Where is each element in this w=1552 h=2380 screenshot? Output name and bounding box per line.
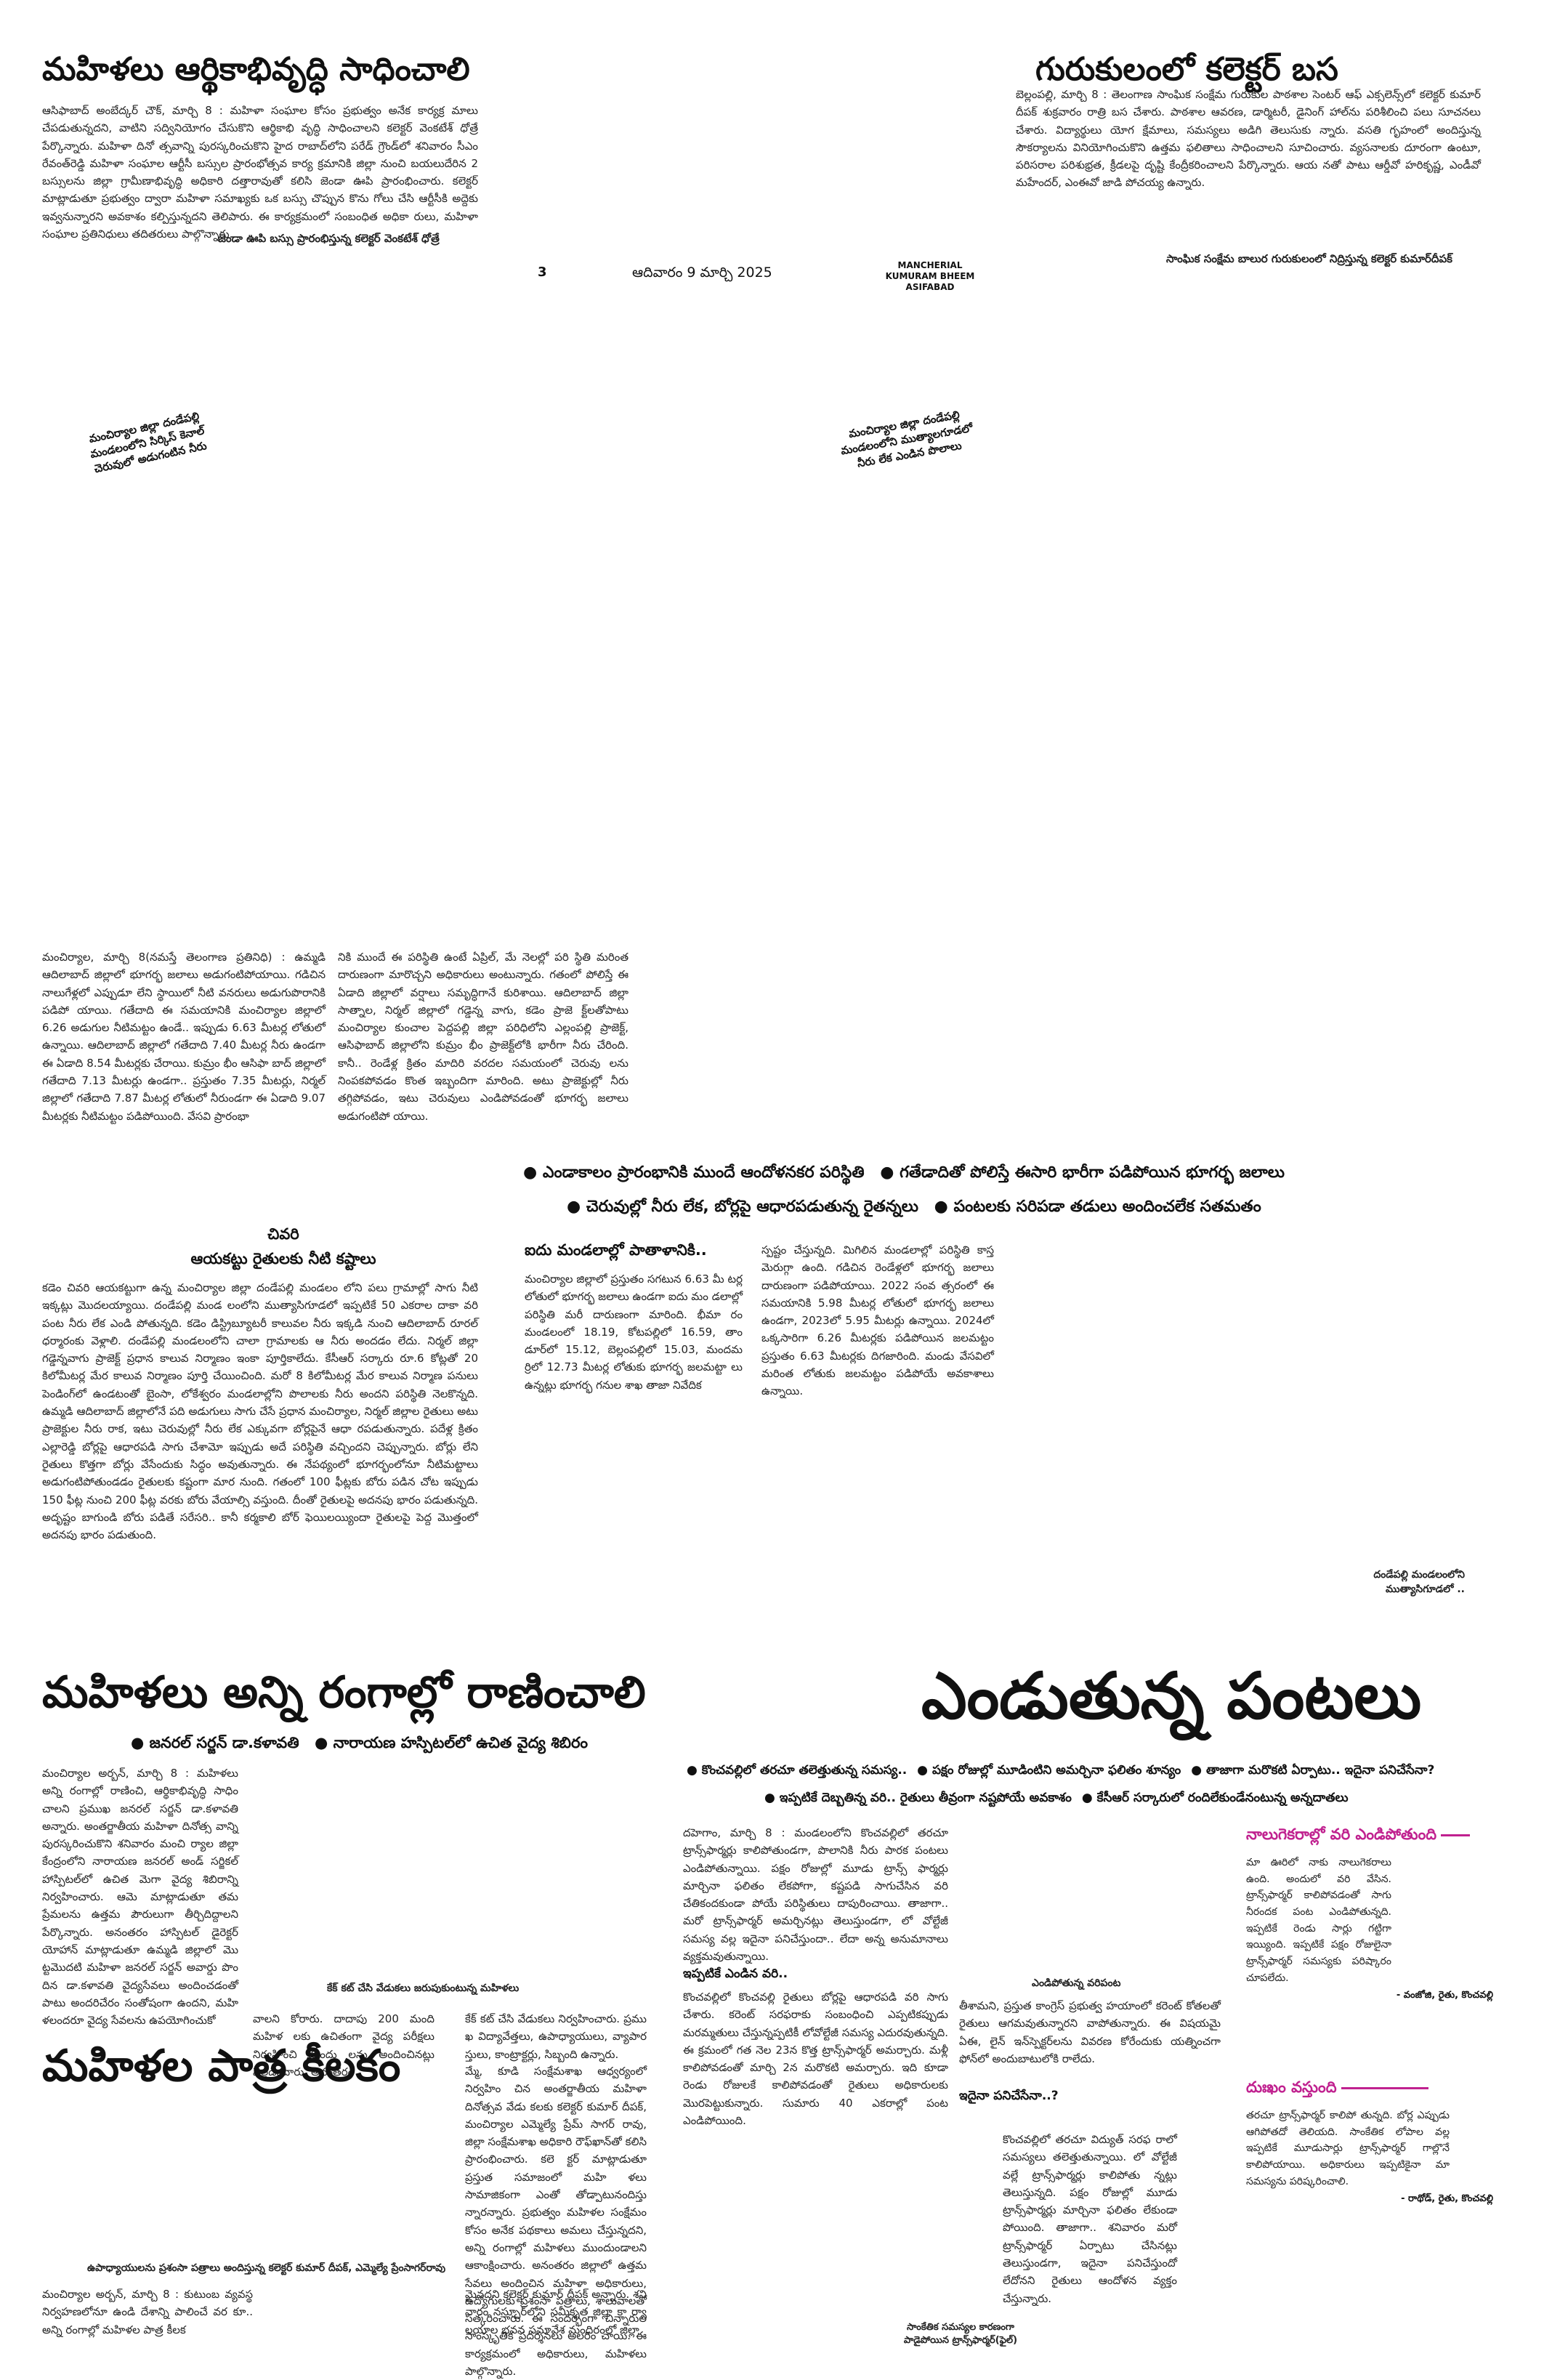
side-quote-grief: దుఃఖం వస్తుంది తరచూ ట్రాన్స్‌ఫార్మర్ కాల…: [1246, 2078, 1493, 2206]
caption-drying-paddy: ఎండిపోతున్న వరిపంట: [1032, 1977, 1121, 1989]
side-quote-signature: - రాథోడ్, రైతు, కొంచవల్లి: [1401, 2193, 1493, 2205]
groundwater-bullets-row1: ● ఎండాకాలం ప్రారంభానికి ముందే ఆందోళనకర ప…: [523, 1163, 1285, 1185]
bullet-glyph: ●: [1081, 1791, 1093, 1805]
rotated-caption-fields: మంచిర్యాల జిల్లా దండేపల్లి మండలంలోని ముత…: [837, 406, 977, 474]
edition-line: KUMURAM BHEEM: [885, 271, 975, 281]
headline-women-all-fields: మహిళలు అన్ని రంగాల్లో రాణించాలి: [42, 1667, 646, 1718]
bullet-glyph: ●: [764, 1791, 775, 1805]
caption-cake-cutting: కేక్ కట్ చేసి వేడుకలు జరుపుకుంటున్న మహిళ…: [327, 1982, 520, 1994]
subhead-already-dried: ఇప్పటికే ఎండిన వరి..: [683, 1966, 788, 1981]
drying-crops-col1b: కొంచవల్లిలో కొంచవల్లి రైతులు బోర్లపై ఆధా…: [683, 1990, 948, 2128]
groundwater-bullets-row2: ● చెరువుల్లో నీరు లేక, బోర్లపై ఆధారపడుతు…: [567, 1198, 1261, 1219]
edition-label: MANCHERIAL KUMURAM BHEEM ASIFABAD: [879, 260, 981, 293]
caption-certificates: ఉపాధ్యాయులను ప్రశంసా పత్రాలు అందిస్తున్న…: [87, 2262, 446, 2274]
bullet-text: కేసీఆర్ సర్కారులో రందిలేకుండేనంటున్న అన్…: [1096, 1791, 1349, 1805]
caption-bus-flagoff: జెండా ఊపి బస్సు ప్రారంభిస్తున్న కలెక్టర్…: [218, 232, 440, 245]
caption-collector-sleeping: సాంఘిక సంక్షేమ బాలుర గురుకులంలో నిద్రిస్…: [1166, 252, 1452, 265]
caption-transformer-file: సాంకేతిక సమస్యల కారణంగా పాడైపోయిన ట్రాన్…: [903, 2322, 1018, 2347]
headline-collector-gurukul: గురుకులంలో కలెక్టర్ బస: [1035, 51, 1338, 88]
accent-rule: [1341, 2086, 1428, 2089]
side-quote-head: నాలుగెకరాల్లో వరి ఎండిపోతుంది: [1246, 1826, 1493, 1847]
drying-crops-col2b: కొంచవల్లిలో తరచూ విద్యుత్ సరఫ రాలో సమస్య…: [1003, 2133, 1177, 2305]
accent-rule: [1441, 1834, 1471, 1836]
bullet-text: కొంచవల్లిలో తరచూ తలెత్తుతున్న సమస్య..: [701, 1763, 908, 1778]
subhead-will-it-work: ఇదైనా పనిచేసేనా..?: [959, 2089, 1059, 2103]
women-all-fields-bullets: ● జనరల్ సర్జన్ డా.కళావతి ● నారాయణ హస్పిట…: [131, 1734, 588, 1756]
side-quote-head-text: నాలుగెకరాల్లో వరి ఎండిపోతుంది: [1246, 1826, 1437, 1843]
page-date: ఆదివారం 9 మార్చి 2025: [632, 265, 772, 281]
bullet-glyph: ●: [687, 1763, 698, 1778]
kicker-last: చివరి: [267, 1225, 299, 1243]
bullet-glyph: ●: [1191, 1763, 1203, 1778]
bullet-glyph: ●: [880, 1163, 894, 1182]
five-mandals-col1: మంచిర్యాల జిల్లాలో ప్రస్తుతం సగటున 6.63 …: [525, 1272, 743, 1392]
bullet-glyph: ●: [523, 1163, 538, 1182]
side-quote-head-text: దుఃఖం వస్తుంది: [1246, 2078, 1337, 2096]
women-all-fields-col1: మంచిర్యాల అర్బన్, మార్చి 8 : మహిళలు అన్న…: [42, 1767, 238, 2028]
drying-crops-col2a: తీశామని, ప్రస్తుత కాంగ్రెస్ ప్రభుత్వ హయా…: [959, 1999, 1221, 2065]
five-mandals-col2: స్పష్టం చేస్తున్నది. మిగిలిన మండలాల్లో ప…: [761, 1243, 994, 1398]
article-women-economic-body: ఆసిఫాబాద్ అంబేద్కర్ చౌక్, మార్చి 8 : మహి…: [42, 104, 478, 241]
bullet-text: నారాయణ హస్పిటల్‌లో ఉచిత వైద్య శిబిరం: [333, 1734, 589, 1751]
womens-role-col2: మైనదని కలెక్టర్ కుమార్ దీపక్ అన్నారు. శన…: [465, 2288, 647, 2336]
article-collector-gurukul-body: బెల్లంపల్లి, మార్చి 8 : తెలంగాణ సాంఘిక స…: [1016, 88, 1481, 190]
side-quote-signature: - వంజోజి, రైతు, కొంచవల్లి: [1396, 1990, 1493, 2001]
masthead: 3 ఆదివారం 9 మార్చి 2025 MANCHERIAL KUMUR…: [538, 260, 988, 294]
bullet-glyph: ●: [131, 1734, 145, 1751]
bullet-text: ఇప్పటికే దెబ్బతిన్న వరి.. రైతులు తీవ్రంగ…: [779, 1791, 1072, 1805]
edition-line: ASIFABAD: [905, 282, 955, 292]
bullet-text: తాజాగా మరొకటి ఏర్పాటు.. ఇదైనా పనిచేసేనా?: [1205, 1763, 1435, 1778]
womens-role-side-body: మ్మే, కూడి సంక్షేమశాఖ ఆధ్వర్యంలో నిర్వహి…: [465, 2065, 647, 2379]
side-quote-body: తరచూ ట్రాన్స్‌ఫార్మర్ కాలిపో తున్నది. బో…: [1246, 2110, 1450, 2187]
subhead-tail-farmers: ఆయకట్టు రైతులకు నీటి కష్టాలు: [190, 1250, 376, 1267]
bullet-glyph: ●: [314, 1734, 328, 1751]
rotated-caption-tank: మంచిర్యాల జిల్లా దండేపల్లి మండలంలోని సిర…: [86, 408, 209, 477]
side-quote-four-acres: నాలుగెకరాల్లో వరి ఎండిపోతుంది మా ఊరిలో న…: [1246, 1826, 1493, 2003]
side-quote-head: దుఃఖం వస్తుంది: [1246, 2078, 1493, 2100]
groundwater-col2: నికి ముందే ఈ పరిస్థితి ఉంటే ఏప్రిల్, మే …: [338, 951, 629, 1123]
womens-role-col1: మంచిర్యాల అర్బన్, మార్చి 8 : కుటుంబ వ్యవ…: [42, 2288, 253, 2336]
bullet-text: ఎండాకాలం ప్రారంభానికి ముందే ఆందోళనకర పరి…: [542, 1163, 865, 1182]
headline-drying-crops: ఎండుతున్న పంటలు: [921, 1658, 1422, 1733]
drying-crops-col1a: దహెగాం, మార్చి 8 : మండలంలోని కొంచవల్లిలో…: [683, 1826, 948, 1964]
women-all-fields-col2: వాలని కోరారు. దాదాపు 200 మంది మహిళ లకు ఉ…: [253, 2012, 435, 2078]
subhead-five-mandals: ఐదు మండలాల్లో పాతాళానికి..: [525, 1241, 707, 1259]
page-number: 3: [538, 265, 547, 280]
bullet-glyph: ●: [934, 1198, 948, 1216]
headline-womens-role: మహిళల పాత్ర కీలకం: [42, 2041, 401, 2091]
drying-crops-bullets-row2: ● ఇప్పటికే దెబ్బతిన్న వరి.. రైతులు తీవ్ర…: [764, 1791, 1348, 1808]
drying-crops-bullets-row1: ● కొంచవల్లిలో తరచూ తలెత్తుతున్న సమస్య.. …: [687, 1763, 1434, 1780]
caption-groundwater-photo: దండేపల్లి మండలంలోని ముత్యాసిగూడలో ..: [1373, 1569, 1465, 1595]
women-all-fields-col3: కేక్ కట్ చేసి వేడుకలు నిర్వహించారు. ప్రమ…: [465, 2012, 647, 2061]
edition-line: MANCHERIAL: [897, 260, 963, 270]
bullet-glyph: ●: [567, 1198, 581, 1216]
bullet-text: జనరల్ సర్జన్ డా.కళావతి: [149, 1734, 299, 1751]
bullet-text: పంటలకు సరిపడా తడులు అందించలేక సతమతం: [953, 1198, 1261, 1216]
side-quote-body: మా ఊరిలో నాకు నాలుగెకరాలు ఉంది. అందులో వ…: [1246, 1857, 1391, 1984]
headline-women-economic: మహిళలు ఆర్థికాభివృద్ధి సాధించాలి: [42, 51, 470, 88]
bullet-glyph: ●: [917, 1763, 929, 1778]
bullet-text: చెరువుల్లో నీరు లేక, బోర్లపై ఆధారపడుతున్…: [586, 1198, 918, 1216]
bullet-text: పక్షం రోజుల్లో మూడింటిని అమర్చినా ఫలితం …: [931, 1763, 1181, 1778]
tail-farmers-body: కడెం చివరి ఆయకట్టుగా ఉన్న మంచిర్యాల జిల్…: [42, 1281, 478, 1542]
groundwater-col1: మంచిర్యాల, మార్చి 8(నమస్తే తెలంగాణ ప్రతి…: [42, 951, 326, 1123]
bullet-text: గతేడాదితో పోలిస్తే ఈసారి భారీగా పడిపోయిన…: [900, 1163, 1285, 1182]
